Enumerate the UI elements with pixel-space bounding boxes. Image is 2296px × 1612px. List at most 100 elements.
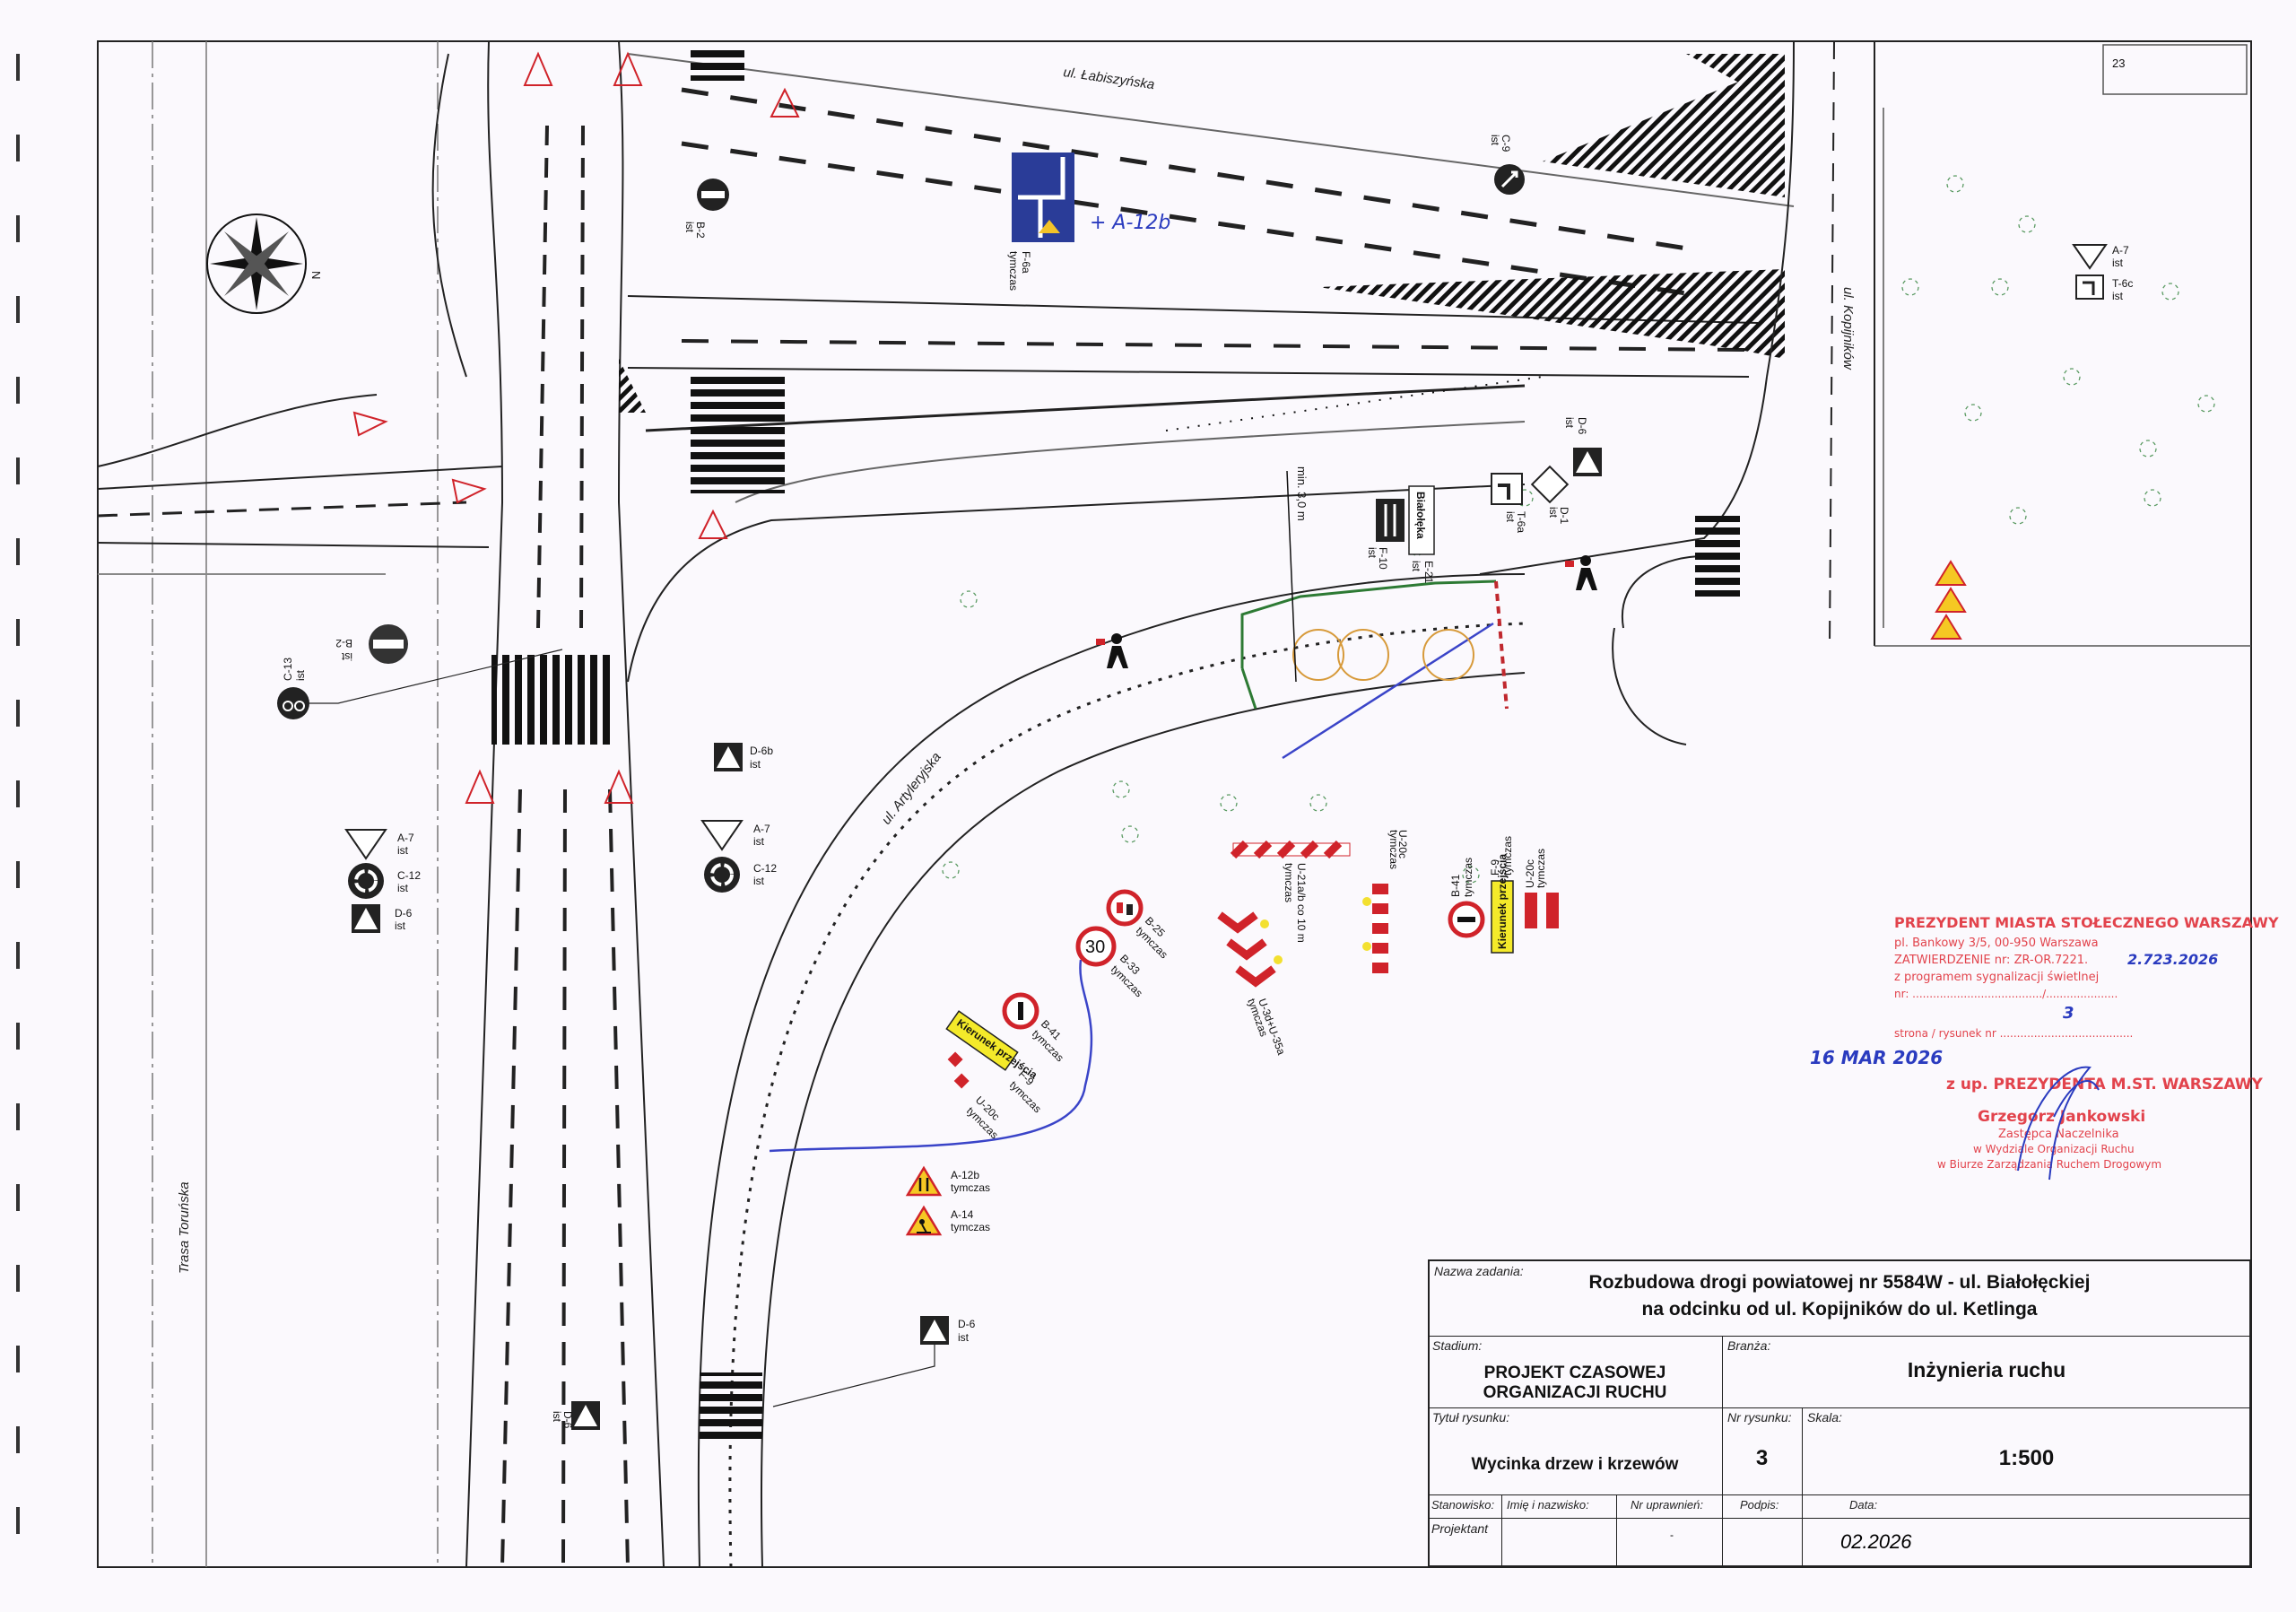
drawing-no-caption: Nr rysunku: <box>1727 1410 1792 1425</box>
handwritten-a12b-note: + A-12b <box>1090 212 1170 234</box>
sign-c9: C-9 ist <box>1489 135 1525 195</box>
svg-text:ist: ist <box>1489 135 1501 146</box>
svg-text:ist: ist <box>395 919 406 932</box>
svg-text:ist: ist <box>397 882 409 894</box>
svg-text:16 MAR 2026: 16 MAR 2026 <box>1810 1047 1943 1068</box>
street-label-artyleryjska: ul. Artyleryjska <box>879 750 944 828</box>
svg-text:Kierunek przejścia: Kierunek przejścia <box>1496 854 1509 949</box>
sign-u20c-right: U-20c tymczas <box>1524 849 1559 928</box>
svg-text:tymczas: tymczas <box>1535 849 1547 888</box>
sign-a14: A-14 tymczas <box>905 1205 990 1236</box>
approval-stamp: PREZYDENT MIASTA STOŁECZNEGO WARSZAWY pl… <box>1810 914 2279 1181</box>
svg-text:pl. Bankowy 3/5, 00-950 Warsza: pl. Bankowy 3/5, 00-950 Warszawa <box>1894 937 2099 950</box>
svg-text:2.723.2026: 2.723.2026 <box>2127 951 2218 968</box>
svg-text:T-6a: T-6a <box>1515 511 1527 533</box>
svg-text:ist: ist <box>1504 511 1517 523</box>
sign-t6a: T-6a ist <box>1491 473 1527 533</box>
date-caption: Data: <box>1849 1498 1878 1512</box>
svg-text:tymczas: tymczas <box>951 1181 990 1194</box>
svg-text:U-21a/b co 10 m: U-21a/b co 10 m <box>1295 863 1308 943</box>
crosswalks <box>491 45 1740 1444</box>
svg-text:C-12: C-12 <box>397 869 421 882</box>
svg-text:U-20c: U-20c <box>1524 859 1536 888</box>
svg-text:ist: ist <box>397 844 409 857</box>
svg-text:A-7: A-7 <box>753 823 770 835</box>
sign-f6a: F-6a tymczas <box>1007 152 1074 291</box>
svg-text:3: 3 <box>2063 1004 2074 1023</box>
svg-text:D-1: D-1 <box>1558 507 1570 525</box>
svg-text:A-14: A-14 <box>951 1208 974 1221</box>
svg-text:F-9: F-9 <box>1489 859 1501 876</box>
svg-text:tymczas: tymczas <box>1462 858 1474 897</box>
street-label-labiszynska: ul. Łabiszyńska <box>1062 65 1155 92</box>
svg-text:tymczas: tymczas <box>1387 830 1400 869</box>
sign-d6-bottom-left: D-6 ist <box>551 1401 600 1430</box>
task-line-2: na odcinku od ul. Kopijników do ul. Ketl… <box>1641 1299 2038 1320</box>
sign-e21-bialoleka: Białołęka E-21 ist <box>1408 485 1435 584</box>
svg-text:C-13: C-13 <box>282 658 294 681</box>
svg-text:z up. PREZYDENTA M.ST. WARSZAW: z up. PREZYDENTA M.ST. WARSZAWY <box>1946 1076 2264 1094</box>
svg-text:ist: ist <box>1547 507 1560 518</box>
svg-text:tymczas: tymczas <box>1283 863 1295 902</box>
sign-a7-t6c: A-7 ist T-6c ist <box>2072 244 2133 302</box>
sign-b25: B-25 tymczas <box>1106 889 1170 961</box>
svg-text:tymczas: tymczas <box>951 1221 990 1233</box>
min-width-annotation: min. 3,0 m <box>1295 466 1309 521</box>
artyleryjska-road <box>627 421 1705 1568</box>
title-block: Nazwa zadania: Rozbudowa drogi powiatowe… <box>1428 1259 2251 1567</box>
left-road <box>97 394 503 575</box>
task-caption: Nazwa zadania: <box>1434 1264 1524 1278</box>
street-label-trasa-torunska: Trasa Toruńska <box>177 1181 192 1274</box>
sign-f9-right: Kierunek przejścia F-9 tymczas <box>1489 836 1514 954</box>
temporary-cones <box>352 51 800 804</box>
branch-caption: Branża: <box>1727 1338 1771 1353</box>
sign-a12b: A-12b tymczas <box>905 1165 990 1197</box>
title-block-grid: Stadium: PROJEKT CZASOWEJ ORGANIZACJI RU… <box>1428 1259 2251 1567</box>
right-temporary-signs <box>1930 560 1967 640</box>
date-value: 02.2026 <box>1840 1530 1912 1553</box>
svg-text:A-7: A-7 <box>2112 244 2129 257</box>
svg-text:B-2: B-2 <box>335 637 352 649</box>
svg-text:D-6b: D-6b <box>750 745 773 757</box>
svg-text:ist: ist <box>2112 290 2124 302</box>
scale-caption: Skala: <box>1807 1410 1842 1425</box>
svg-text:B-2: B-2 <box>694 222 707 239</box>
drawing-no-value: 3 <box>1755 1446 1769 1470</box>
svg-text:U-20c: U-20c <box>1396 830 1409 858</box>
svg-text:tymczas: tymczas <box>1501 836 1514 876</box>
svg-text:ZATWIERDZENIE nr: ZR-OR.7221.: ZATWIERDZENIE nr: ZR-OR.7221. <box>1894 954 2088 967</box>
street-label-kopijnikow: ul. Kopijników <box>1840 287 1856 370</box>
labiszynska-road <box>627 53 1795 432</box>
drawing-title-value: Wycinka drzew i krzewów <box>1471 1455 1679 1474</box>
svg-text:z programem sygnalizacji świet: z programem sygnalizacji świetlnej <box>1894 971 2099 984</box>
svg-text:A-7: A-7 <box>397 832 414 844</box>
sign-d1: D-1 ist <box>1530 465 1570 525</box>
sign-u3d-u35a-chevrons: U-3d+U-35a tymczas <box>1217 911 1288 1057</box>
svg-text:nr: ..........................: nr: ....................................… <box>1894 988 2118 1000</box>
svg-text:T-6c: T-6c <box>2112 277 2133 290</box>
sign-b41-right: B-41 tymczas <box>1448 858 1485 938</box>
license-value: - <box>1670 1529 1674 1541</box>
position-caption: Stanowisko: <box>1431 1498 1495 1512</box>
flagman-icon <box>1096 555 1597 668</box>
svg-text:strona / rysunek nr ..........: strona / rysunek nr ....................… <box>1894 1027 2133 1040</box>
sign-d6-upper: D-6 ist <box>1563 417 1602 476</box>
stage-caption: Stadium: <box>1432 1338 1483 1353</box>
branch-value: Inżynieria ruchu <box>1907 1358 2066 1381</box>
sign-stack-right: A-7 ist C-12 ist <box>700 820 777 893</box>
svg-text:D-6: D-6 <box>1576 417 1588 435</box>
stage-value: PROJEKT CZASOWEJ ORGANIZACJI RUCHU <box>1483 1364 1667 1402</box>
svg-text:tymczas: tymczas <box>1007 251 1020 291</box>
svg-text:A-12b: A-12b <box>951 1169 979 1181</box>
svg-text:Białołęka: Białołęka <box>1414 492 1427 539</box>
sign-b2-left: B-2 ist <box>335 624 408 664</box>
traffic-islands <box>619 54 1785 413</box>
sign-u20c-center: U-20c tymczas <box>1362 830 1409 973</box>
svg-text:ist: ist <box>753 835 765 848</box>
scale-value: 1:500 <box>1998 1446 2055 1470</box>
building-number: 23 <box>2112 57 2125 70</box>
sign-c13: C-13 ist <box>277 649 563 719</box>
svg-text:ist: ist <box>551 1411 563 1423</box>
sign-stack-left: A-7 ist C-12 ist D-6 ist <box>344 829 421 933</box>
